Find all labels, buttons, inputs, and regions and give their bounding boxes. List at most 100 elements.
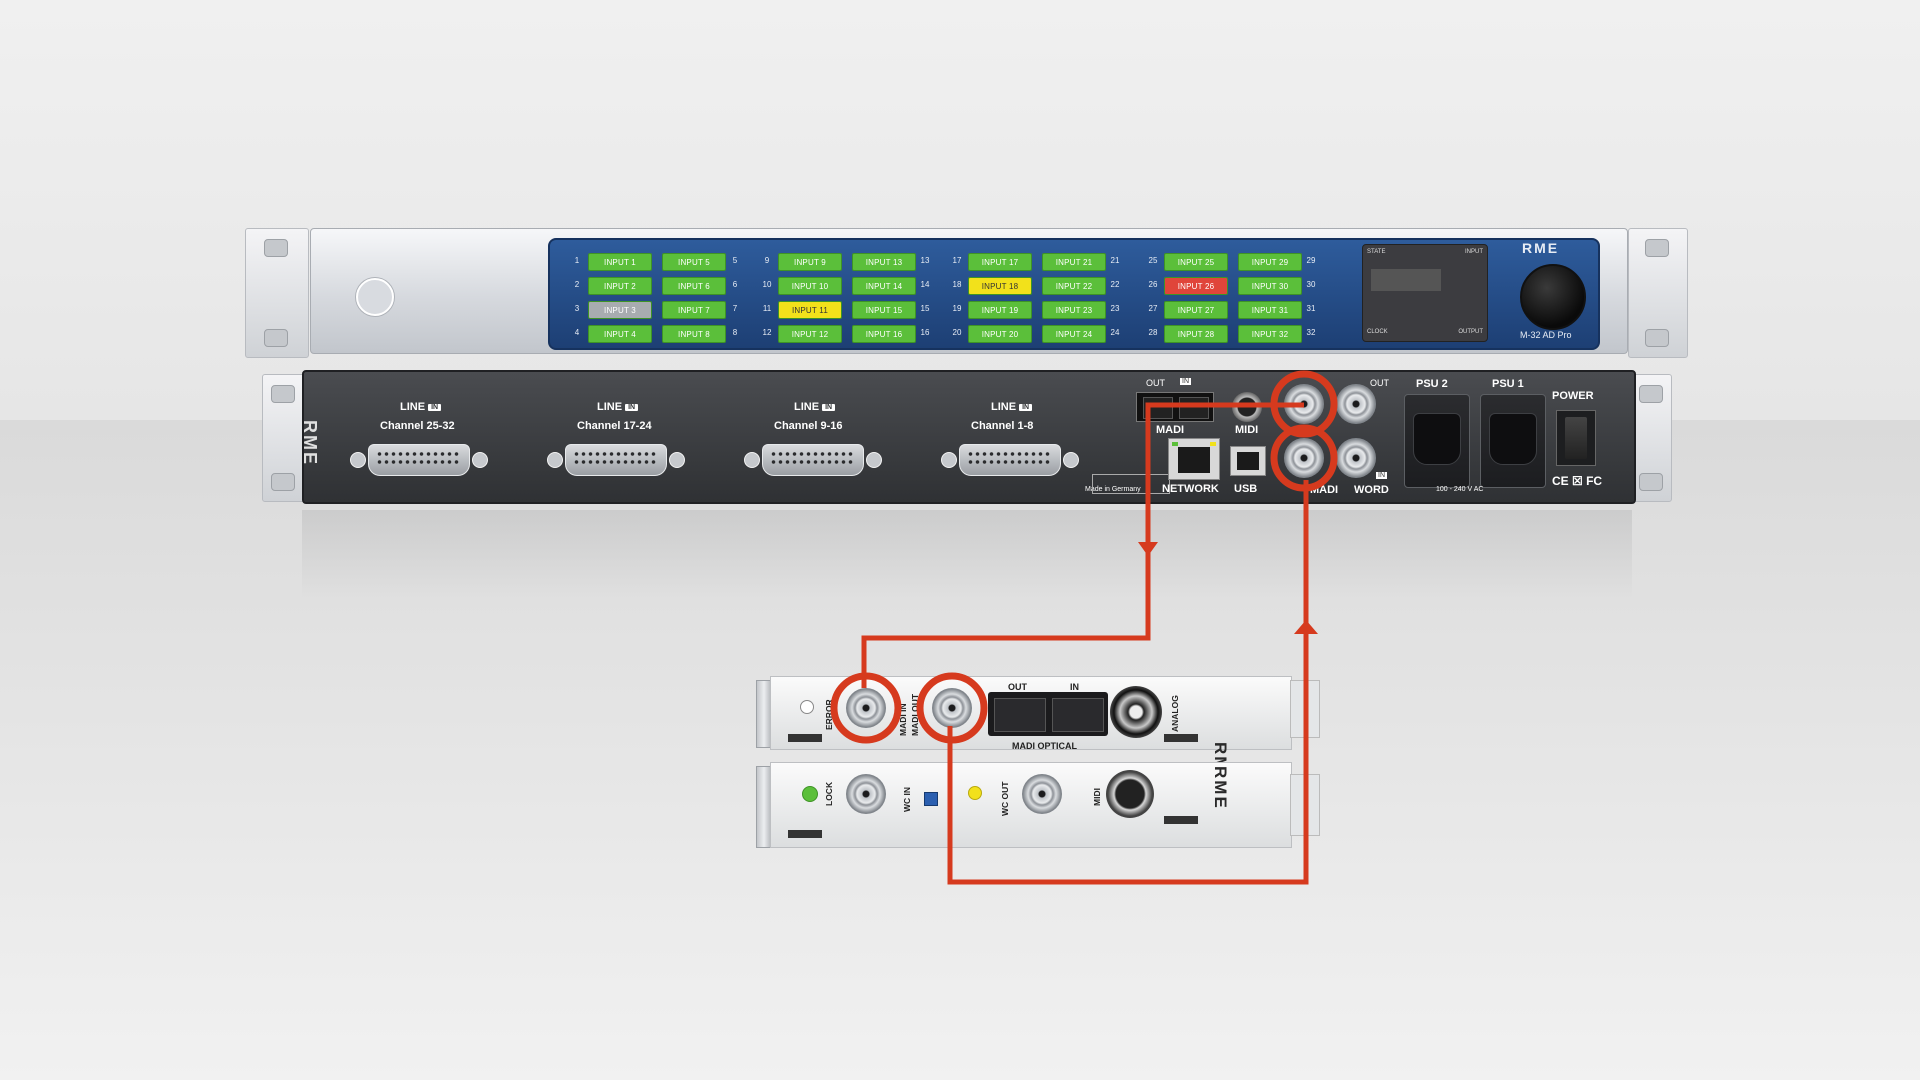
psu2-label: PSU 2 xyxy=(1416,378,1448,390)
usb-label: USB xyxy=(1234,483,1258,495)
channel-19-indicator: INPUT 19 xyxy=(968,301,1032,319)
word-in-bnc[interactable] xyxy=(1336,438,1376,478)
channel-range-label: Channel 25-32 xyxy=(380,420,455,432)
card-opt-out-label: OUT xyxy=(1008,682,1027,692)
midi-label: MIDI xyxy=(1235,424,1259,436)
channel-range-label: Channel 17-24 xyxy=(577,420,652,432)
power-label: POWER xyxy=(1552,390,1594,402)
channel-26-indicator: INPUT 26 xyxy=(1164,277,1228,295)
word-in-badge: IN xyxy=(1376,472,1387,479)
channel-number: 28 xyxy=(1148,328,1158,337)
wc-out-led xyxy=(968,786,982,800)
highlight-madi-in xyxy=(1270,424,1338,492)
madi-optical-in-badge: IN xyxy=(1180,378,1191,385)
word-out-label: OUT xyxy=(1370,378,1389,388)
channel-number: 32 xyxy=(1306,328,1316,337)
channel-number: 10 xyxy=(762,280,772,289)
channel-number: 16 xyxy=(920,328,930,337)
channel-number: 11 xyxy=(762,304,772,313)
channel-13-indicator: INPUT 13 xyxy=(852,253,916,271)
word-out-bnc[interactable] xyxy=(1336,384,1376,424)
channel-number: 15 xyxy=(920,304,930,313)
channel-number: 2 xyxy=(574,280,580,289)
card-bottom-screw xyxy=(788,830,822,838)
channel-6-indicator: INPUT 6 xyxy=(662,277,726,295)
channel-21-indicator: INPUT 21 xyxy=(1042,253,1106,271)
card-wc-in-bnc[interactable] xyxy=(846,774,886,814)
made-in-label: Made in Germany xyxy=(1085,486,1141,493)
card-midi-port[interactable] xyxy=(1106,770,1154,818)
channel-number: 27 xyxy=(1148,304,1158,313)
channel-number: 24 xyxy=(1110,328,1120,337)
power-switch[interactable] xyxy=(1556,410,1596,466)
channel-number: 19 xyxy=(952,304,962,313)
dsub-connector[interactable] xyxy=(350,444,488,476)
channel-number: 3 xyxy=(574,304,580,313)
card-analog-port[interactable] xyxy=(1110,686,1162,738)
channel-25-indicator: INPUT 25 xyxy=(1164,253,1228,271)
display-icons xyxy=(1371,269,1441,291)
card-madi-out-bnc[interactable] xyxy=(932,688,972,728)
channel-number: 29 xyxy=(1306,256,1316,265)
psu1-label: PSU 1 xyxy=(1492,378,1524,390)
channel-22-indicator: INPUT 22 xyxy=(1042,277,1106,295)
channel-number: 18 xyxy=(952,280,962,289)
arrow-down-icon xyxy=(1138,542,1158,556)
power-button-icon[interactable] xyxy=(356,278,394,316)
usb-port[interactable] xyxy=(1230,446,1266,476)
card-wc-out-bnc[interactable] xyxy=(1022,774,1062,814)
highlight-card-madi-in xyxy=(830,672,902,744)
card-madi-in-bnc[interactable] xyxy=(846,688,886,728)
voltage-label: 100 - 240 V AC xyxy=(1436,486,1484,493)
madi-optical-out-label: OUT xyxy=(1146,378,1165,388)
dsub-connector[interactable] xyxy=(547,444,685,476)
control-knob-icon[interactable] xyxy=(1520,264,1586,330)
channel-number: 20 xyxy=(952,328,962,337)
channel-32-indicator: INPUT 32 xyxy=(1238,325,1302,343)
channel-23-indicator: INPUT 23 xyxy=(1042,301,1106,319)
channel-31-indicator: INPUT 31 xyxy=(1238,301,1302,319)
channel-10-indicator: INPUT 10 xyxy=(778,277,842,295)
front-rack-ear-right xyxy=(1628,228,1688,358)
channel-number: 14 xyxy=(920,280,930,289)
word-label: WORD xyxy=(1354,484,1389,496)
card-madi-optical-label: MADI OPTICAL xyxy=(1012,741,1077,751)
psu1-socket[interactable] xyxy=(1480,394,1546,488)
card-madi-optical-port[interactable] xyxy=(988,692,1108,736)
model-label: M-32 AD Pro xyxy=(1520,330,1572,340)
network-label: NETWORK xyxy=(1162,483,1219,495)
channel-14-indicator: INPUT 14 xyxy=(852,277,916,295)
channel-30-indicator: INPUT 30 xyxy=(1238,277,1302,295)
cable-madi-out-to-card-in xyxy=(861,402,1304,688)
channel-12-indicator: INPUT 12 xyxy=(778,325,842,343)
channel-number: 12 xyxy=(762,328,772,337)
channel-4-indicator: INPUT 4 xyxy=(588,325,652,343)
channel-18-indicator: INPUT 18 xyxy=(968,277,1032,295)
wc-term-switch[interactable] xyxy=(924,792,938,806)
channel-number: 9 xyxy=(764,256,770,265)
display-input-label: INPUT xyxy=(1465,249,1483,255)
front-brand-logo: RME xyxy=(1522,240,1560,256)
psu2-socket[interactable] xyxy=(1404,394,1470,488)
highlight-madi-out xyxy=(1270,370,1338,438)
channel-number: 25 xyxy=(1148,256,1158,265)
channel-number: 17 xyxy=(952,256,962,265)
network-port[interactable] xyxy=(1168,438,1220,480)
dsub-connector[interactable] xyxy=(941,444,1079,476)
channel-number: 1 xyxy=(574,256,580,265)
channel-24-indicator: INPUT 24 xyxy=(1042,325,1106,343)
dsub-connector[interactable] xyxy=(744,444,882,476)
channel-range-label: Channel 1-8 xyxy=(971,420,1034,432)
channel-27-indicator: INPUT 27 xyxy=(1164,301,1228,319)
error-led xyxy=(800,700,814,714)
channel-number: 26 xyxy=(1148,280,1158,289)
channel-number: 21 xyxy=(1110,256,1120,265)
card-top-screw xyxy=(788,734,822,742)
channel-3-indicator: INPUT 3 xyxy=(588,301,652,319)
madi-coax-in-bnc[interactable] xyxy=(1284,438,1324,478)
channel-number: 6 xyxy=(732,280,738,289)
channel-number: 8 xyxy=(732,328,738,337)
